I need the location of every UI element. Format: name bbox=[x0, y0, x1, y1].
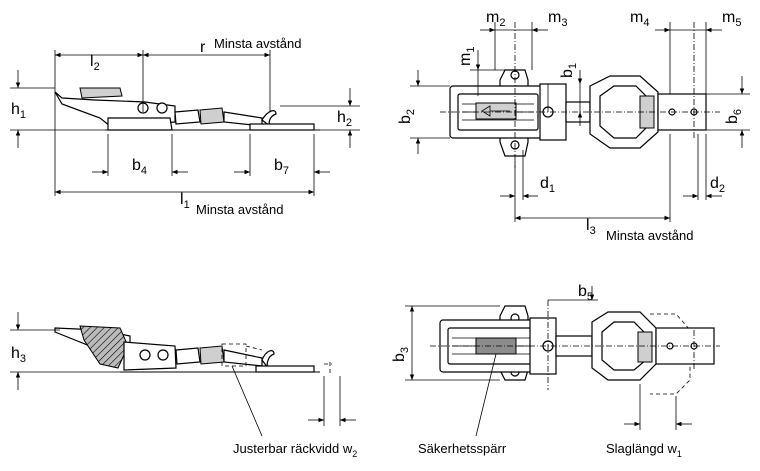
note-adjustable-reach: Justerbar räckvidd w2 bbox=[233, 441, 357, 459]
label-l3: l3 bbox=[586, 217, 596, 237]
label-l2: l2 bbox=[90, 53, 100, 73]
label-h1: h1 bbox=[11, 101, 26, 121]
label-d1: d1 bbox=[540, 175, 555, 195]
label-b4: b4 bbox=[132, 157, 147, 177]
label-r: r bbox=[200, 39, 206, 56]
label-b6: b6 bbox=[724, 109, 744, 124]
side-view-closed bbox=[10, 50, 360, 196]
top-view-open bbox=[405, 286, 720, 437]
note-min-distance-top: Minsta avstånd bbox=[214, 36, 301, 51]
label-b3: b3 bbox=[391, 347, 411, 362]
note-stroke-length: Slaglängd w1 bbox=[606, 441, 682, 459]
label-b1: b1 bbox=[559, 63, 579, 78]
label-b2: b2 bbox=[397, 109, 417, 124]
label-m5: m5 bbox=[722, 9, 741, 29]
note-min-distance-l3: Minsta avstånd bbox=[606, 228, 693, 243]
label-b5: b5 bbox=[578, 283, 593, 303]
label-m4: m4 bbox=[630, 9, 649, 29]
note-safety-lock: Säkerhetsspärr bbox=[418, 441, 507, 456]
top-view-closed bbox=[410, 22, 750, 222]
label-m3: m3 bbox=[548, 9, 567, 29]
label-h3: h3 bbox=[11, 345, 26, 365]
label-h2: h2 bbox=[337, 109, 352, 129]
note-min-distance-l1: Minsta avstånd bbox=[196, 202, 283, 217]
label-l1: l1 bbox=[180, 191, 190, 211]
label-b7: b7 bbox=[274, 157, 289, 177]
label-m1: m1 bbox=[457, 47, 477, 66]
label-d2: d2 bbox=[710, 175, 725, 195]
side-view-section bbox=[10, 312, 356, 437]
label-m2: m2 bbox=[486, 9, 505, 29]
